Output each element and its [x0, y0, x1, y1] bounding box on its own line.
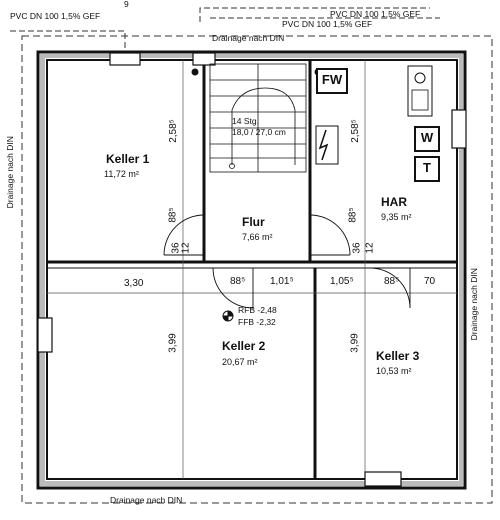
room-keller1-name: Keller 1 [106, 152, 150, 166]
fw-box: FW [316, 68, 348, 94]
window-right [451, 109, 467, 149]
pipe-label-right-2: PVC DN 100 1,5% GEF [282, 19, 373, 29]
dim-885-a: 88⁵ [230, 276, 246, 287]
drainage-label-bottom: Drainage nach DIN [110, 495, 183, 505]
dim-330: 3,30 [124, 278, 144, 289]
room-keller2-name: Keller 2 [222, 339, 266, 353]
room-keller1-area: 11,72 m² [104, 169, 139, 179]
door-arcs [163, 214, 411, 309]
electric-icon [318, 129, 329, 161]
pipe-line-right [199, 7, 430, 22]
room-flur-name: Flur [242, 215, 265, 229]
pipe-label-left: PVC DN 100 1,5% GEF [10, 11, 101, 21]
dim-258-b: 2,58⁵ [349, 119, 361, 143]
drainage-label-left: Drainage nach DIN [4, 136, 15, 209]
dim-399-a: 3,99 [167, 333, 179, 353]
dim-12-b: 12 [364, 242, 376, 254]
room-keller2-area: 20,67 m² [222, 357, 258, 367]
dim-36-b: 36 [351, 242, 363, 254]
pipe-line-left [10, 30, 126, 56]
window-k3 [364, 471, 402, 487]
staircase [209, 63, 307, 173]
room-flur-area: 7,66 m² [242, 232, 273, 242]
dim-258-a: 2,58⁵ [167, 119, 179, 143]
window-stair [192, 52, 216, 66]
dim-885-b: 88⁵ [384, 276, 400, 287]
outer-wall-inner [46, 59, 458, 480]
stair-ratio: 18,0 / 27,0 cm [232, 127, 286, 137]
stair-steps: 14 Stg. [232, 116, 259, 126]
pipe-label-right-1: PVC DN 100 1,5% GEF [330, 9, 421, 19]
t-box: T [414, 156, 440, 182]
dim-70: 70 [424, 276, 436, 287]
top-edge-number: 9 [124, 0, 129, 9]
w-box: W [414, 126, 440, 152]
level-rfb: RFB -2,48 [238, 305, 277, 315]
window-k1 [109, 52, 141, 66]
dim-399-b: 3,99 [349, 333, 361, 353]
drainage-label-top: Drainage nach DIN [212, 33, 285, 43]
room-har-name: HAR [381, 195, 407, 209]
drainage-label-right: Drainage nach DIN [468, 268, 479, 341]
dim-885-v-a: 88⁵ [167, 207, 179, 223]
room-har-area: 9,35 m² [381, 212, 412, 222]
room-keller3-area: 10,53 m² [376, 366, 412, 376]
dim-885-v-b: 88⁵ [347, 207, 359, 223]
drainage-line [21, 35, 493, 504]
sink-fixture [407, 65, 433, 117]
window-left [37, 317, 53, 353]
room-keller3-name: Keller 3 [376, 349, 420, 363]
level-ffb: FFB -2,32 [238, 317, 276, 327]
outer-wall [36, 50, 467, 490]
dim-1015: 1,01⁵ [270, 276, 294, 287]
dim-12-a: 12 [180, 242, 192, 254]
dim-1055: 1,05⁵ [330, 276, 354, 287]
